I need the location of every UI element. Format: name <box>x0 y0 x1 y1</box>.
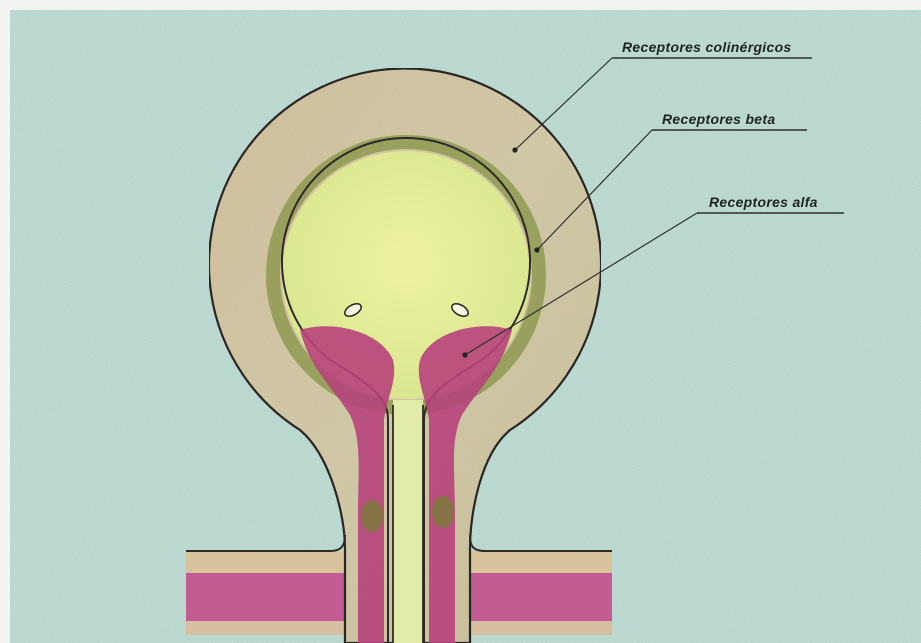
label-alfa-pointer <box>462 352 467 357</box>
ganglion-left <box>361 500 383 532</box>
ganglion-right <box>432 496 454 528</box>
base-tissue-left <box>186 551 356 635</box>
label-alfa-text: Receptores alfa <box>709 194 818 210</box>
label-beta-pointer <box>534 247 539 252</box>
label-beta-text: Receptores beta <box>662 111 775 127</box>
label-colinergicos-pointer <box>512 147 517 152</box>
label-colinergicos-text: Receptores colinérgicos <box>622 39 792 55</box>
urethra-lumen <box>393 400 423 643</box>
base-tissue-right <box>470 551 612 635</box>
